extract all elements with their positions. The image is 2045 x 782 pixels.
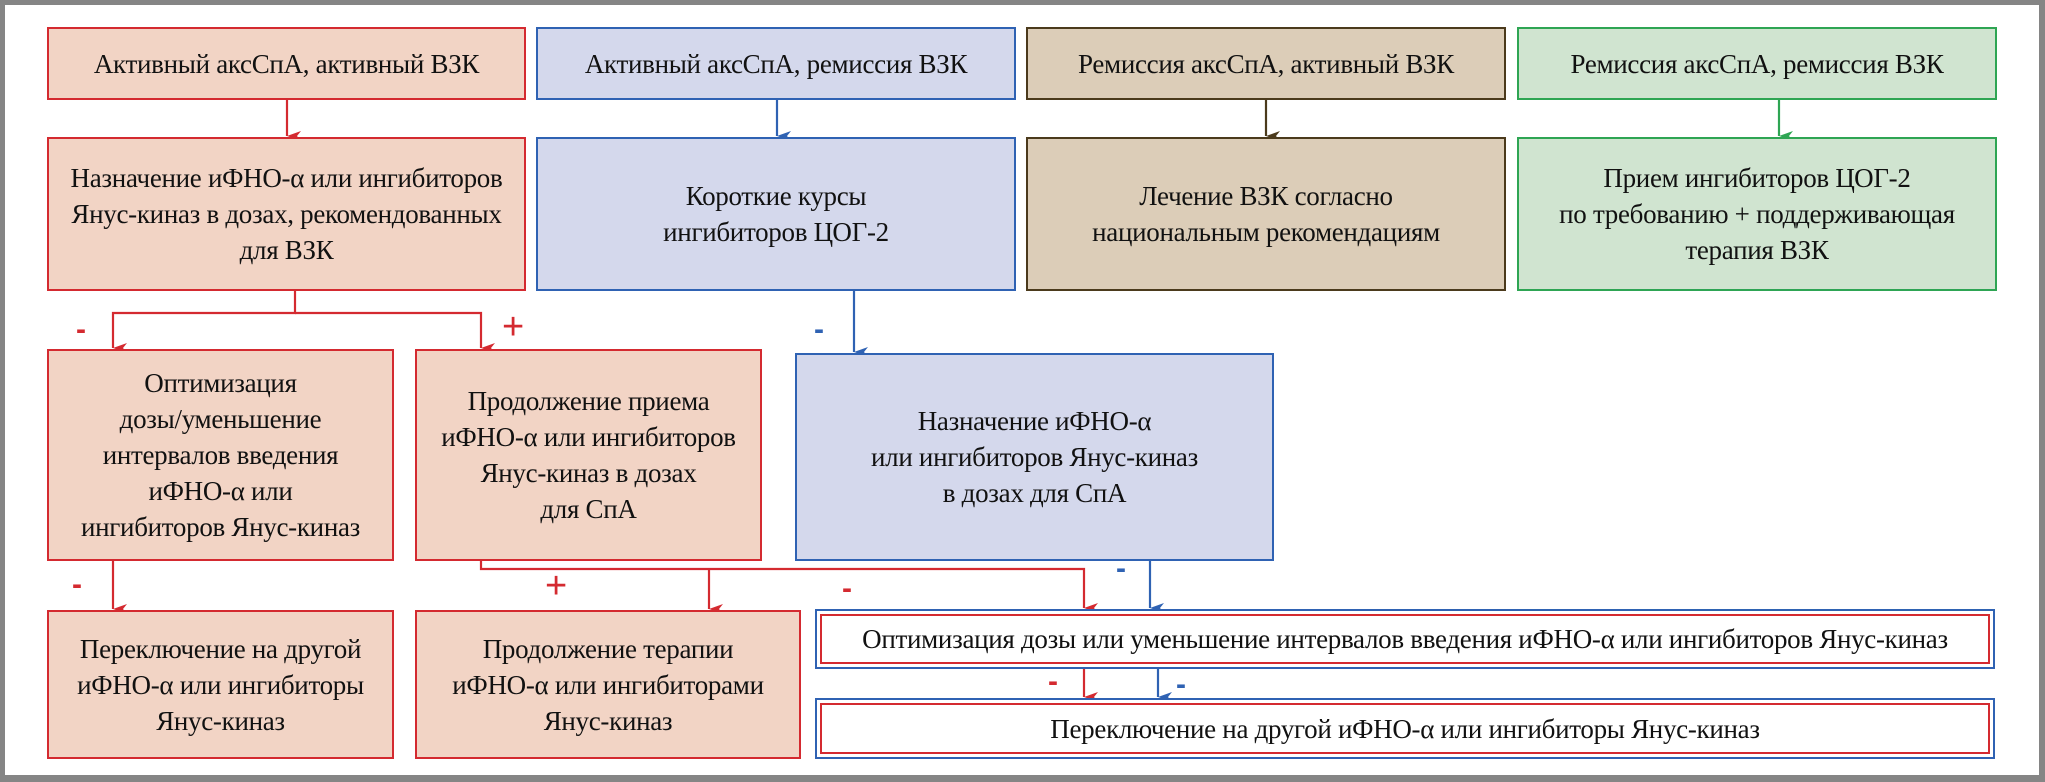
state-active-remission-label: Активный аксСпА, ремиссия ВЗК <box>584 48 968 79</box>
treatment-blue-label: Короткие курсы ингибиторов ЦОГ-2 <box>663 181 889 247</box>
shared-switch-label: Переключение на другой иФНО-α или ингиби… <box>1050 713 1760 744</box>
switch-red: Переключение на другой иФНО-α или ингиби… <box>47 610 394 759</box>
minus-sign-blue: - <box>1176 668 1186 701</box>
state-remission-remission: Ремиссия аксСпА, ремиссия ВЗК <box>1517 27 1997 100</box>
state-remission-active: Ремиссия аксСпА, активный ВЗК <box>1026 27 1506 100</box>
treatment-blue: Короткие курсы ингибиторов ЦОГ-2 <box>536 137 1016 291</box>
treatment-green: Прием ингибиторов ЦОГ-2 по требованию + … <box>1517 137 1997 291</box>
state-active-remission: Активный аксСпА, ремиссия ВЗК <box>536 27 1016 100</box>
plus-sign-red: + <box>545 565 568 607</box>
continue-therapy-red: Продолжение терапии иФНО-α или ингибитор… <box>415 610 801 759</box>
minus-sign-red: - <box>1048 665 1058 698</box>
state-remission-active-label: Ремиссия аксСпА, активный ВЗК <box>1077 48 1454 79</box>
state-remission-remission-label: Ремиссия аксСпА, ремиссия ВЗК <box>1570 48 1944 79</box>
shared-optimize-label: Оптимизация дозы или уменьшение интервал… <box>862 624 1948 654</box>
treatment-red: Назначение иФНО-α или ингибиторов Янус-к… <box>47 137 526 291</box>
continue-red: Продолжение приема иФНО-α или ингибиторо… <box>415 349 762 561</box>
minus-sign-red: - <box>842 572 852 605</box>
optimize-red-label: Оптимизация дозы/уменьшение интервалов в… <box>80 368 361 542</box>
shared-optimize: Оптимизация дозы или уменьшение интервал… <box>815 609 1995 669</box>
treatment-green-label: Прием ингибиторов ЦОГ-2 по требованию + … <box>1559 163 1955 265</box>
minus-sign-red: - <box>76 313 86 346</box>
line-red-r3-right <box>479 561 1098 613</box>
continue-red-label: Продолжение приема иФНО-α или ингибиторо… <box>441 386 736 524</box>
line-red-split-plus <box>295 311 495 353</box>
prescribe-blue-label: Назначение иФНО-α или ингибиторов Янус-к… <box>871 406 1198 508</box>
shared-switch: Переключение на другой иФНО-α или ингиби… <box>815 698 1995 759</box>
treatment-red-label: Назначение иФНО-α или ингибиторов Янус-к… <box>70 163 503 265</box>
minus-sign-blue: - <box>814 313 824 346</box>
prescribe-blue: Назначение иФНО-α или ингибиторов Янус-к… <box>795 353 1274 561</box>
treatment-brown-label: Лечение ВЗК согласно национальным рекоме… <box>1092 181 1440 247</box>
state-active-active: Активный аксСпА, активный ВЗК <box>47 27 526 100</box>
state-active-active-label: Активный аксСпА, активный ВЗК <box>93 48 480 79</box>
plus-sign-red: + <box>502 306 525 348</box>
minus-sign-red: - <box>72 568 82 601</box>
switch-red-label: Переключение на другой иФНО-α или ингиби… <box>77 633 364 736</box>
continue-therapy-red-label: Продолжение терапии иФНО-α или ингибитор… <box>452 633 764 736</box>
optimize-red: Оптимизация дозы/уменьшение интервалов в… <box>47 349 394 561</box>
minus-sign-blue: - <box>1116 552 1126 585</box>
line-red-split <box>111 291 297 353</box>
treatment-brown: Лечение ВЗК согласно национальным рекоме… <box>1026 137 1506 291</box>
